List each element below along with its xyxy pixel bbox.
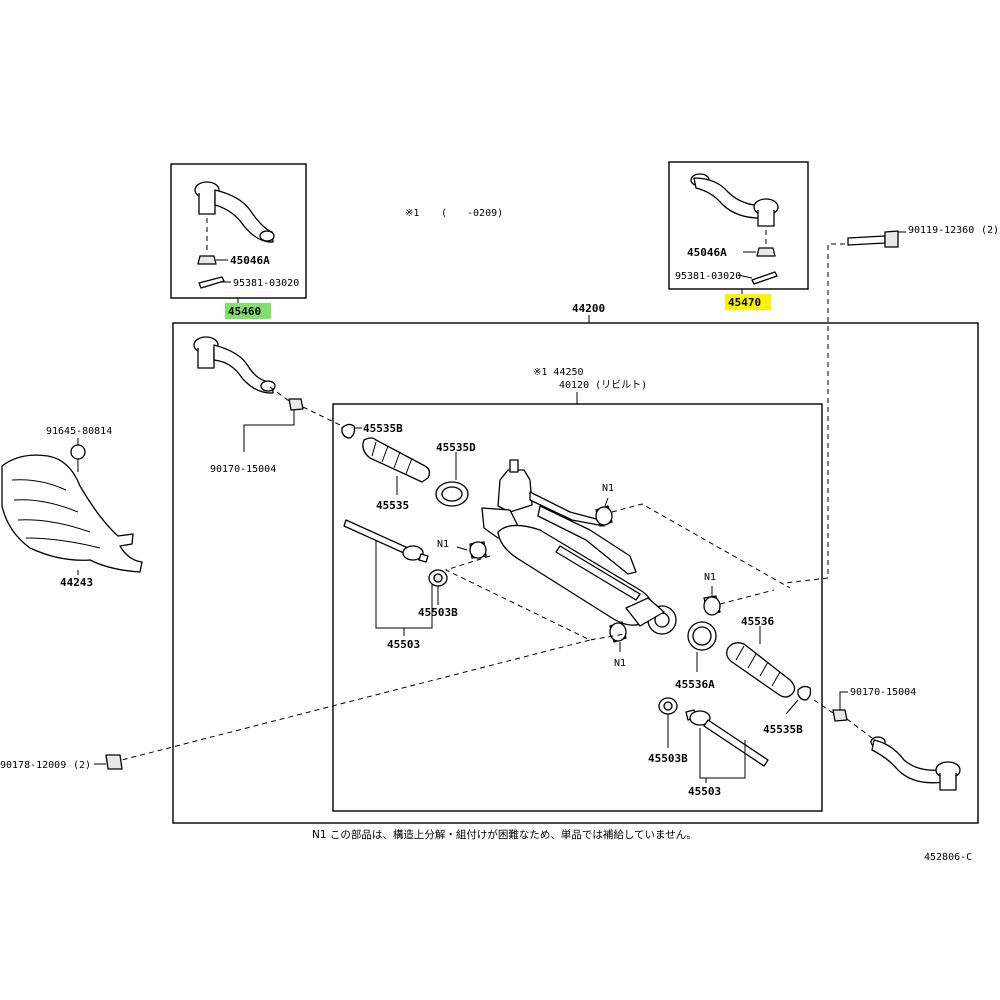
boot-45536 (726, 642, 796, 698)
bush-n1-bottom (609, 621, 627, 643)
label-44243: 44243 (60, 576, 93, 589)
bolt-90119 (847, 230, 899, 248)
label-45470[interactable]: 45470 (728, 296, 761, 309)
label-45503B-left: 45503B (418, 606, 458, 619)
label-45503B-right: 45503B (648, 752, 688, 765)
label-45046A-right: 45046A (687, 246, 727, 259)
label-90119: 90119-12360 (908, 225, 974, 236)
label-45535D: 45535D (436, 441, 476, 454)
label-90170-right: 90170-15004 (850, 687, 916, 698)
label-90178: 90178-12009 (0, 760, 66, 771)
bush-n1-left (469, 541, 487, 559)
washer-45503B-right (658, 697, 678, 715)
boot-45535 (362, 437, 431, 483)
inset-box-right (668, 161, 809, 290)
label-95381-left: 95381-03020 (233, 278, 299, 289)
clamp-45535D (435, 481, 469, 507)
label-91645: 91645-80814 (46, 426, 112, 437)
dust-cover-44243 (1, 454, 143, 573)
remark-symbol: ※1 (405, 208, 419, 219)
label-40120: 40120 (リビルト) (559, 379, 647, 391)
highlight-45470 (725, 294, 771, 310)
label-n1-a: N1 (437, 539, 449, 550)
assembly-box-44200 (172, 322, 979, 824)
tie-rod-end-right-inset (690, 173, 779, 285)
label-n1-c: N1 (704, 572, 716, 583)
tie-rod-end-right (832, 709, 961, 791)
label-n1-b: N1 (602, 483, 614, 494)
clamp-45536A (687, 621, 717, 651)
rack-end-45503-right (685, 709, 769, 767)
steering-gear-housing-44250 (481, 459, 677, 635)
label-45046A-left: 45046A (230, 254, 270, 267)
label-95381-right: 95381-03020 (675, 271, 741, 282)
label-90119-qty: (2) (981, 225, 999, 236)
label-n1-d: N1 (614, 658, 626, 669)
label-44250: ※1 44250 (533, 367, 584, 378)
nut-90178 (105, 754, 123, 770)
highlight-45460 (225, 303, 271, 319)
label-45460[interactable]: 45460 (228, 305, 261, 318)
tie-rod-end-left (193, 336, 304, 411)
label-45503-left: 45503 (387, 638, 420, 651)
bush-n1-right (703, 595, 721, 616)
note-n1: N1 この部品は、構造上分解・組付けが困難なため、単品では補給していません。 (312, 828, 697, 841)
label-45503-right: 45503 (688, 785, 721, 798)
rack-end-45503-left (343, 519, 429, 563)
bush-n1-top (595, 505, 613, 527)
label-44200: 44200 (572, 302, 605, 315)
callout-B (70, 444, 86, 460)
label-45535B-top: 45535B (363, 422, 403, 435)
label-90170-left: 90170-15004 (210, 464, 276, 475)
label-45536: 45536 (741, 615, 774, 628)
remark-range: ( -0209) (441, 208, 503, 219)
washer-45503B-left (428, 569, 448, 587)
tie-rod-end-left-inset (194, 181, 275, 289)
label-45536A: 45536A (675, 678, 715, 691)
label-45535: 45535 (376, 499, 409, 512)
clamp-45535B-left (341, 423, 356, 439)
label-45535B-bottom: 45535B (763, 723, 803, 736)
label-90178-qty: (2) (73, 760, 91, 771)
clamp-45535B-right (797, 685, 812, 701)
doc-code: 452806-C (924, 852, 972, 863)
